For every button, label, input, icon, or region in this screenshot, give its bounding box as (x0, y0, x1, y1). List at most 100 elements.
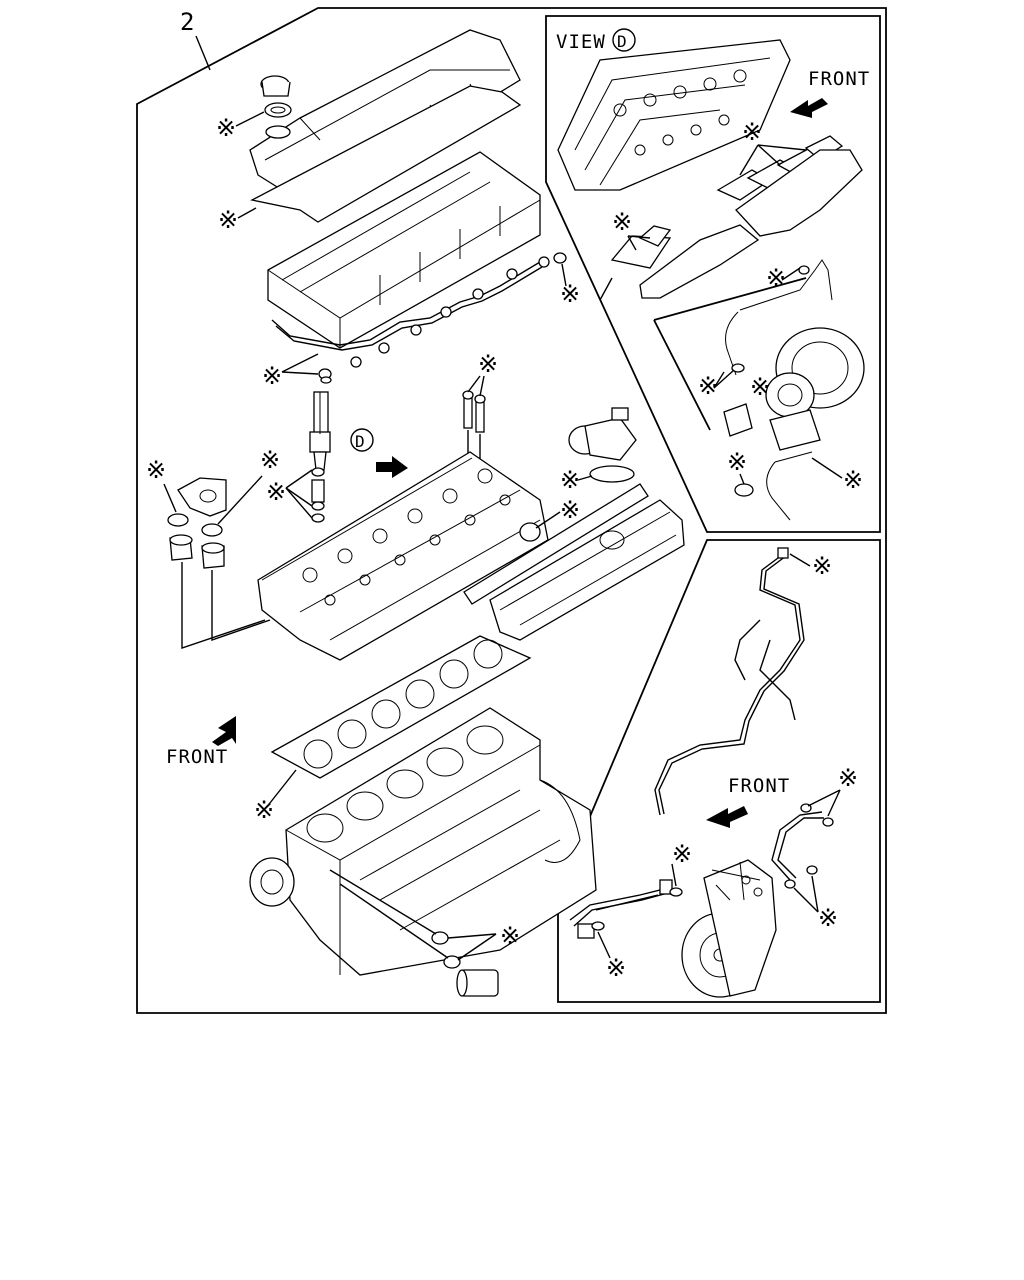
seal-ring (311, 513, 325, 523)
turbo-subframe-left (653, 319, 711, 431)
leader-thermostat (181, 562, 266, 649)
seal-ring (553, 252, 567, 264)
seal-ring (822, 817, 834, 827)
cap-gasket (265, 125, 291, 139)
front-arrow-icon (706, 806, 748, 828)
pump-pipe-left (569, 887, 669, 921)
cylinder-head (257, 451, 549, 661)
seal-ring (806, 865, 818, 875)
asterisk-mark: ※ (254, 796, 274, 824)
pipe-fitting (378, 342, 390, 354)
water-drain-plug (456, 969, 499, 997)
connector-line (595, 894, 659, 911)
seal-ring (474, 394, 486, 404)
asterisk-mark: ※ (478, 350, 498, 378)
turbo-subframe-top (653, 277, 807, 321)
oil-filler-cap (260, 75, 291, 97)
seal-ring (734, 483, 754, 497)
o-ring (443, 955, 461, 969)
crank-pulley (249, 857, 295, 907)
inset-view-d: VIEW D FRONT ※ ※ (545, 15, 881, 533)
pipe-fitting (410, 324, 422, 336)
seal-ring (519, 522, 541, 542)
asterisk-mark: ※ (742, 118, 762, 146)
view-ref-circle (350, 428, 374, 452)
asterisk-mark: ※ (218, 206, 238, 234)
view-direction-arrow-icon (376, 456, 408, 478)
asterisk-mark: ※ (838, 764, 858, 792)
item-number: 2 (180, 8, 194, 36)
seal-ring (784, 879, 796, 889)
asterisk-mark: ※ (560, 496, 580, 524)
intake-manifold (489, 499, 685, 641)
seal-ring (311, 467, 325, 477)
view-label: VIEW (556, 31, 606, 53)
front-label-main: FRONT (166, 746, 228, 768)
fuel-supply-pump (681, 859, 777, 998)
pipe-fitting (577, 923, 595, 939)
intake-manifold-gasket (463, 483, 649, 605)
asterisk-mark: ※ (750, 373, 770, 401)
head-cover-gasket (250, 85, 522, 223)
turbocharger (765, 327, 865, 451)
asterisk-mark: ※ (266, 478, 286, 506)
leak-off-pipe (271, 261, 541, 346)
pipe-fitting (659, 879, 673, 895)
pipe-fitting (350, 356, 362, 368)
asterisk-mark: ※ (672, 840, 692, 868)
asterisk-mark: ※ (698, 372, 718, 400)
cylinder-head-gasket (270, 635, 532, 779)
asterisk-mark: ※ (216, 114, 236, 142)
inset-fuel-pump: FRONT ※ ※ ※ ※ (557, 539, 881, 1003)
seal-ring (798, 265, 810, 275)
turbo-gasket (723, 403, 753, 437)
view-ref-circle (612, 28, 636, 52)
pipe-gasket-2 (638, 225, 672, 247)
seal-ring (462, 390, 474, 400)
seal-ring (731, 363, 745, 373)
pipe-fitting (777, 547, 789, 559)
thermostat (201, 542, 225, 569)
front-arrow-icon (790, 98, 828, 118)
asterisk-mark: ※ (560, 466, 580, 494)
egr-valve (568, 407, 637, 461)
asterisk-mark: ※ (146, 456, 166, 484)
leader-o-ring (329, 869, 437, 935)
pipe-fitting (440, 306, 452, 318)
asterisk-mark: ※ (262, 362, 282, 390)
asterisk-mark: ※ (812, 552, 832, 580)
cap-seal (264, 102, 292, 118)
asterisk-mark: ※ (727, 448, 747, 476)
connector-line (599, 277, 613, 301)
asterisk-mark: ※ (766, 264, 786, 292)
exhaust-pipe (639, 224, 760, 299)
thermostat-gasket (167, 513, 189, 527)
seal-ring (320, 376, 332, 384)
pipe-fitting (506, 268, 518, 280)
injector-sleeve (311, 479, 325, 503)
main-frame (136, 7, 887, 1014)
view-ref-letter-main: D (355, 432, 365, 451)
cylinder-head-view-d (557, 39, 791, 191)
seal-ring (669, 887, 683, 897)
front-label-view-d: FRONT (808, 68, 870, 90)
view-ref-letter: D (617, 32, 627, 51)
cylinder-block (285, 707, 597, 976)
asterisk-mark: ※ (843, 466, 863, 494)
asterisk-mark: ※ (260, 446, 280, 474)
pipe-fitting (472, 288, 484, 300)
rocker-case (267, 151, 541, 349)
asterisk-mark: ※ (500, 922, 520, 950)
thermostat (169, 534, 193, 561)
egr-gasket (589, 465, 635, 483)
asterisk-mark: ※ (818, 904, 838, 932)
thermostat-housing (177, 477, 227, 517)
fuel-injector (309, 391, 331, 471)
stud-bolt (463, 397, 473, 429)
seal-ring (591, 921, 605, 931)
item-number-leader (195, 35, 211, 71)
asterisk-mark: ※ (560, 280, 580, 308)
pipe-fitting (538, 256, 550, 268)
front-arrow-icon (212, 716, 236, 746)
